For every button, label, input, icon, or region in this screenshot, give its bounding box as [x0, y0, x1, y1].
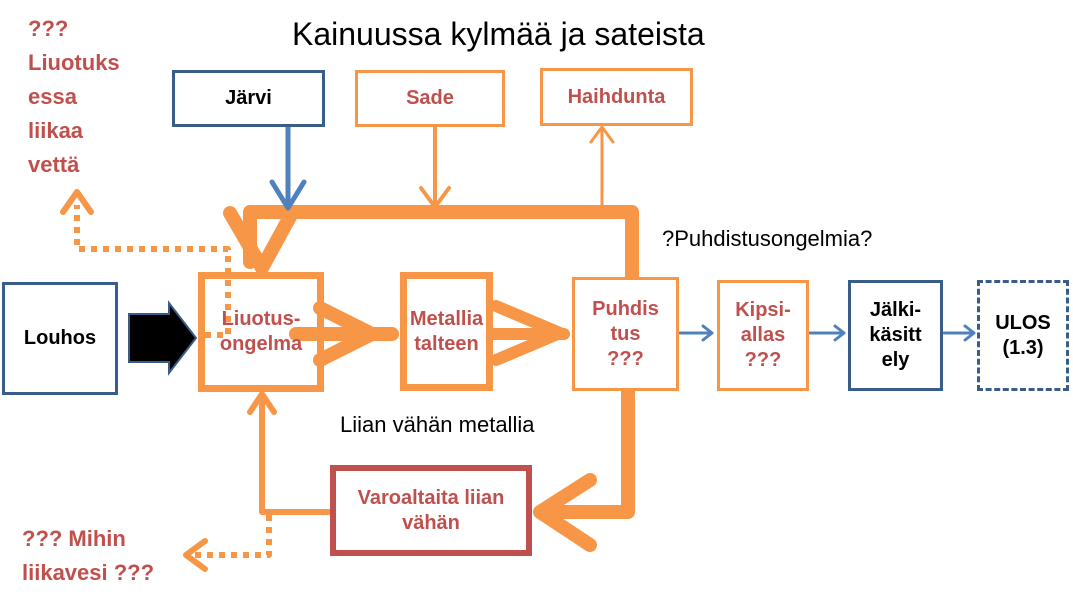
jalki-ulos-arrow	[942, 324, 976, 342]
excess-water-bottom-arrowhead	[183, 538, 208, 572]
excess-water-dotted-arrow	[74, 205, 231, 338]
top-left-note: ??? Liuotuks essa liikaa vettä	[28, 12, 120, 182]
puhdistus-varoaltaita-line	[538, 385, 635, 519]
sade-label: Sade	[406, 87, 454, 109]
louhos-label: Louhos	[23, 327, 97, 349]
puhdistus-varoaltaita-arrowhead	[533, 473, 597, 552]
liuotus-box: Liuotus-ongelma	[198, 272, 324, 392]
liuotus-label-1: Liuotus-	[221, 308, 301, 330]
haihdunta-label: Haihdunta	[567, 85, 666, 108]
jalki-label-3: ely	[881, 349, 910, 371]
puhdistus-kipsi-arrow	[678, 324, 714, 342]
bottom-left-note: ??? Mihin liikavesi ???	[22, 522, 154, 590]
sade-arrow	[419, 125, 451, 209]
puhdistus-label-3: ???	[607, 347, 644, 370]
ulos-label-2: (1.3)	[1002, 336, 1044, 359]
haihdunta-arrow	[589, 125, 615, 207]
varoaltaita-label-1: Varoaltaita liian	[357, 486, 505, 509]
kipsi-box: Kipsi-allas???	[717, 280, 809, 391]
diagram-title: Kainuussa kylmää ja sateista	[292, 16, 705, 52]
jalki-label-2: käsitt	[869, 324, 922, 346]
kipsi-jalki-arrow	[808, 324, 846, 342]
haihdunta-box: Haihdunta	[540, 68, 693, 126]
excess-water-bottom-dotted	[195, 509, 345, 558]
varoaltaita-label-2: vähän	[402, 511, 460, 534]
note-line: ???	[28, 16, 69, 41]
note-line: Liuotuks	[28, 50, 120, 75]
metallia-label-1: Metallia	[409, 307, 484, 330]
note-line: essa	[28, 84, 77, 109]
note-line: vettä	[28, 152, 80, 177]
metallia-puhdistus-arrow	[486, 300, 570, 366]
louhos-box: Louhos	[2, 282, 118, 395]
kipsi-label-2: allas	[740, 324, 786, 346]
liian-vahan-note: Liian vähän metallia	[340, 412, 535, 437]
jalki-box: Jälki-käsitt ely	[848, 280, 943, 391]
note-line: ??? Mihin	[22, 526, 126, 551]
puhdistus-label-1: Puhdis	[592, 297, 659, 320]
jarvi-box: Järvi	[172, 70, 325, 127]
metallia-label-2: talteen	[414, 332, 479, 355]
block-arrow-icon	[128, 300, 198, 376]
recycle-loop-arrowhead	[223, 206, 299, 275]
ulos-label-1: ULOS	[995, 311, 1051, 334]
jalki-label-1: Jälki-	[869, 299, 922, 321]
ulos-box: ULOS(1.3)	[977, 280, 1069, 391]
excess-water-arrowhead	[60, 189, 94, 215]
puhdistus-label-2: tus	[610, 322, 641, 345]
sade-box: Sade	[355, 70, 505, 127]
jarvi-arrowhead	[269, 179, 307, 211]
puhdistusongelmia-note: ?Puhdistusongelmia?	[662, 226, 873, 251]
jarvi-label: Järvi	[225, 87, 272, 109]
kipsi-label-1: Kipsi-	[735, 299, 791, 321]
liuotus-label-2: ongelma	[219, 333, 303, 355]
note-line: liikavesi ???	[22, 560, 155, 585]
note-line: liikaa	[28, 118, 84, 143]
kipsi-label-3: ???	[744, 349, 782, 371]
